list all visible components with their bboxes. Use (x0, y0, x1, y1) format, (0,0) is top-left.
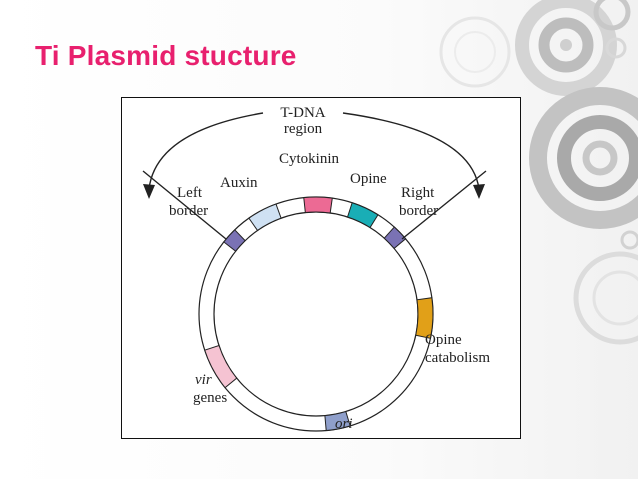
right-border-segment (383, 226, 407, 250)
opine-segment (346, 202, 379, 229)
right-border-label-line1: Right (401, 185, 435, 201)
plasmid-inner-ring (213, 211, 419, 417)
vir-genes-segment (204, 344, 238, 389)
ori-segment (324, 410, 351, 432)
slide-title: Ti Plasmid stucture (35, 40, 297, 71)
opine-catabolism-label-line2: catabolism (425, 350, 490, 366)
tdna-region-label-line1: T-DNA (280, 105, 325, 121)
opine-label: Opine (350, 171, 387, 187)
ori-label: ori (335, 416, 353, 432)
left-border-label-line2: border (169, 203, 208, 219)
cytokinin-segment (303, 196, 333, 214)
tdna-right-arc (342, 112, 480, 190)
left-border-label-line1: Left (177, 185, 203, 201)
vir-genes-label-line1: vir (195, 372, 212, 388)
auxin-label: Auxin (220, 175, 258, 191)
auxin-segment (248, 203, 282, 232)
right-border-label-line2: border (399, 203, 438, 219)
opine-catabolism-segment (415, 297, 434, 339)
opine-catabolism-label-line1: Opine (425, 332, 462, 348)
tdna-right-boundary-line (401, 170, 487, 240)
tdna-left-arrowhead (143, 184, 155, 199)
vir-genes-label-line2: genes (193, 390, 227, 406)
cytokinin-label: Cytokinin (279, 151, 340, 167)
tdna-region-label-line2: region (284, 121, 323, 137)
tdna-right-arrowhead (473, 184, 485, 199)
left-border-segment (223, 229, 246, 252)
tdna-left-arc (148, 112, 264, 190)
tdna-left-boundary-line (142, 170, 227, 240)
